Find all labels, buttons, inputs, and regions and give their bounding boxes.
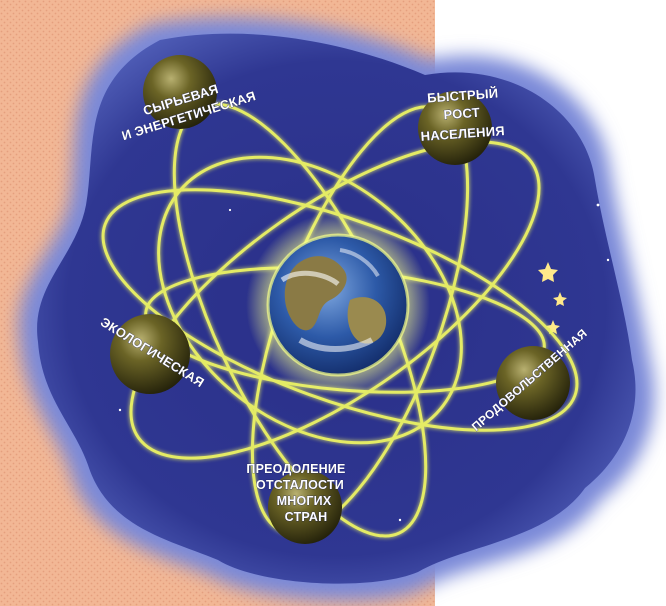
label-backwardness-line-1: ПРЕОДОЛЕНИЕ bbox=[246, 462, 345, 476]
label-population-line-2: РОСТ bbox=[443, 105, 480, 123]
label-backwardness-line-3: МНОГИХ bbox=[277, 494, 332, 508]
earth-globe-icon bbox=[246, 213, 430, 397]
label-backwardness-line-4: СТРАН bbox=[285, 510, 328, 524]
label-backwardness-line-2: ОТСТАЛОСТИ bbox=[256, 478, 344, 492]
